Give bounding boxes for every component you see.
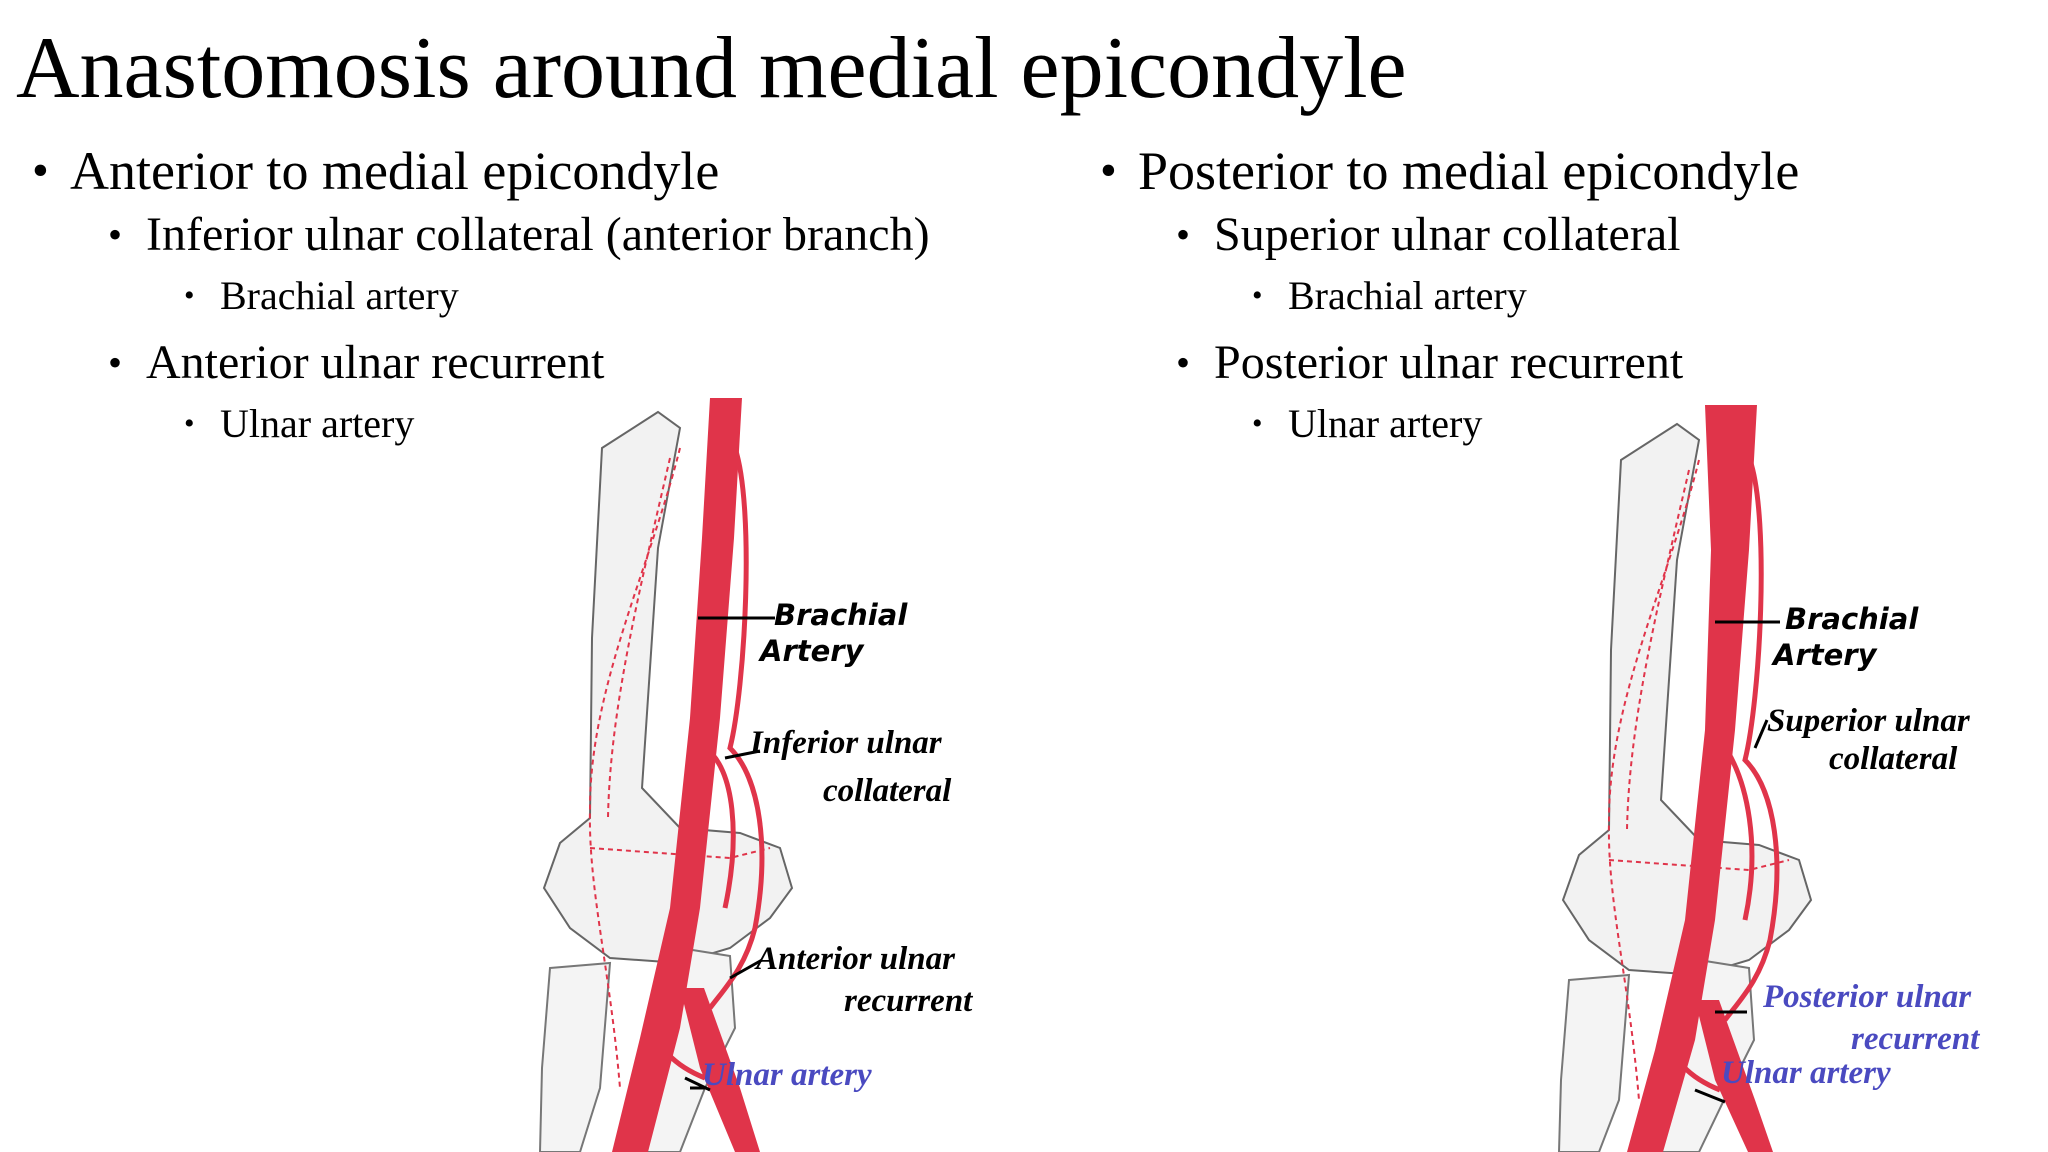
left-item-2-sub-label: Ulnar artery: [220, 401, 415, 446]
label-recurrent-1: Posterior ulnar: [1763, 979, 1972, 1015]
right-heading: Posterior to medial epicondyle: [1138, 141, 1800, 201]
posterior-anastomosis-figure: Brachial Artery Superior ulnar collatera…: [1545, 400, 2025, 1152]
right-column: • Posterior to medial epicondyle • Super…: [1096, 138, 1799, 454]
bullet-icon: •: [32, 144, 49, 197]
left-item-1-label: Inferior ulnar collateral (anterior bran…: [146, 208, 930, 261]
label-brachial-1: Brachial: [774, 598, 908, 632]
label-ulnar-artery: Ulnar artery: [1721, 1055, 1891, 1091]
arm-arteries-illustration: [538, 398, 794, 1152]
dotted-collaterals: [588, 447, 771, 1089]
right-item-2-sub: • Ulnar artery: [1096, 394, 1799, 454]
right-item-2: • Posterior ulnar recurrent: [1096, 332, 1799, 394]
bullet-icon: •: [108, 212, 123, 257]
right-item-1: • Superior ulnar collateral: [1096, 204, 1799, 266]
left-item-1-sub-label: Brachial artery: [220, 273, 459, 318]
left-item-2: • Anterior ulnar recurrent: [28, 332, 930, 394]
forearm-bones: [538, 946, 737, 1152]
bullet-icon: •: [1100, 144, 1117, 197]
brachial-artery-path: [1627, 405, 1773, 1152]
slide-title: Anastomosis around medial epicondyle: [16, 20, 1407, 117]
label-leader-lines: [1694, 620, 1780, 1104]
brachial-artery-path: [612, 398, 760, 1152]
left-item-1: • Inferior ulnar collateral (anterior br…: [28, 204, 930, 266]
bullet-icon: •: [184, 407, 195, 440]
right-item-1-sub: • Brachial artery: [1096, 266, 1799, 326]
label-leader-lines: [684, 616, 775, 1092]
right-item-2-label: Posterior ulnar recurrent: [1214, 336, 1684, 389]
left-item-2-label: Anterior ulnar recurrent: [146, 336, 605, 389]
right-item-2-sub-label: Ulnar artery: [1288, 401, 1483, 446]
label-brachial-1: Brachial: [1785, 602, 1919, 636]
label-collateral-2: collateral: [1829, 741, 1958, 777]
bullet-icon: •: [184, 279, 195, 312]
label-brachial-2: Artery: [1773, 638, 1877, 672]
label-recurrent-2: recurrent: [1851, 1021, 1980, 1057]
arm-arteries-illustration: [1557, 405, 1813, 1152]
label-collateral-2: collateral: [823, 773, 952, 809]
dotted-collaterals: [1607, 459, 1790, 1101]
left-heading: Anterior to medial epicondyle: [70, 141, 720, 201]
left-heading-item: • Anterior to medial epicondyle: [28, 138, 930, 204]
bullet-icon: •: [1252, 407, 1263, 440]
side-branches: [647, 447, 765, 1081]
humerus-bone: [1561, 422, 1813, 977]
label-ulnar-artery: Ulnar artery: [702, 1057, 872, 1093]
bullet-icon: •: [1176, 212, 1191, 257]
label-recurrent-1: Anterior ulnar: [756, 941, 955, 977]
label-collateral-1: Superior ulnar: [1767, 703, 1970, 739]
bullet-icon: •: [1252, 279, 1263, 312]
side-branches: [1662, 459, 1780, 1093]
right-item-1-sub-label: Brachial artery: [1288, 273, 1527, 318]
label-brachial-2: Artery: [760, 634, 864, 668]
right-item-1-label: Superior ulnar collateral: [1214, 208, 1681, 261]
label-recurrent-2: recurrent: [844, 983, 973, 1019]
anterior-anastomosis-figure: Brachial Artery Inferior ulnar collatera…: [530, 388, 1010, 1152]
left-item-1-sub: • Brachial artery: [28, 266, 930, 326]
humerus-bone: [542, 410, 794, 965]
bullet-icon: •: [108, 340, 123, 385]
label-collateral-1: Inferior ulnar: [750, 725, 942, 761]
left-item-2-sub: • Ulnar artery: [28, 394, 930, 454]
right-heading-item: • Posterior to medial epicondyle: [1096, 138, 1799, 204]
bullet-icon: •: [1176, 340, 1191, 385]
left-column: • Anterior to medial epicondyle • Inferi…: [28, 138, 930, 454]
